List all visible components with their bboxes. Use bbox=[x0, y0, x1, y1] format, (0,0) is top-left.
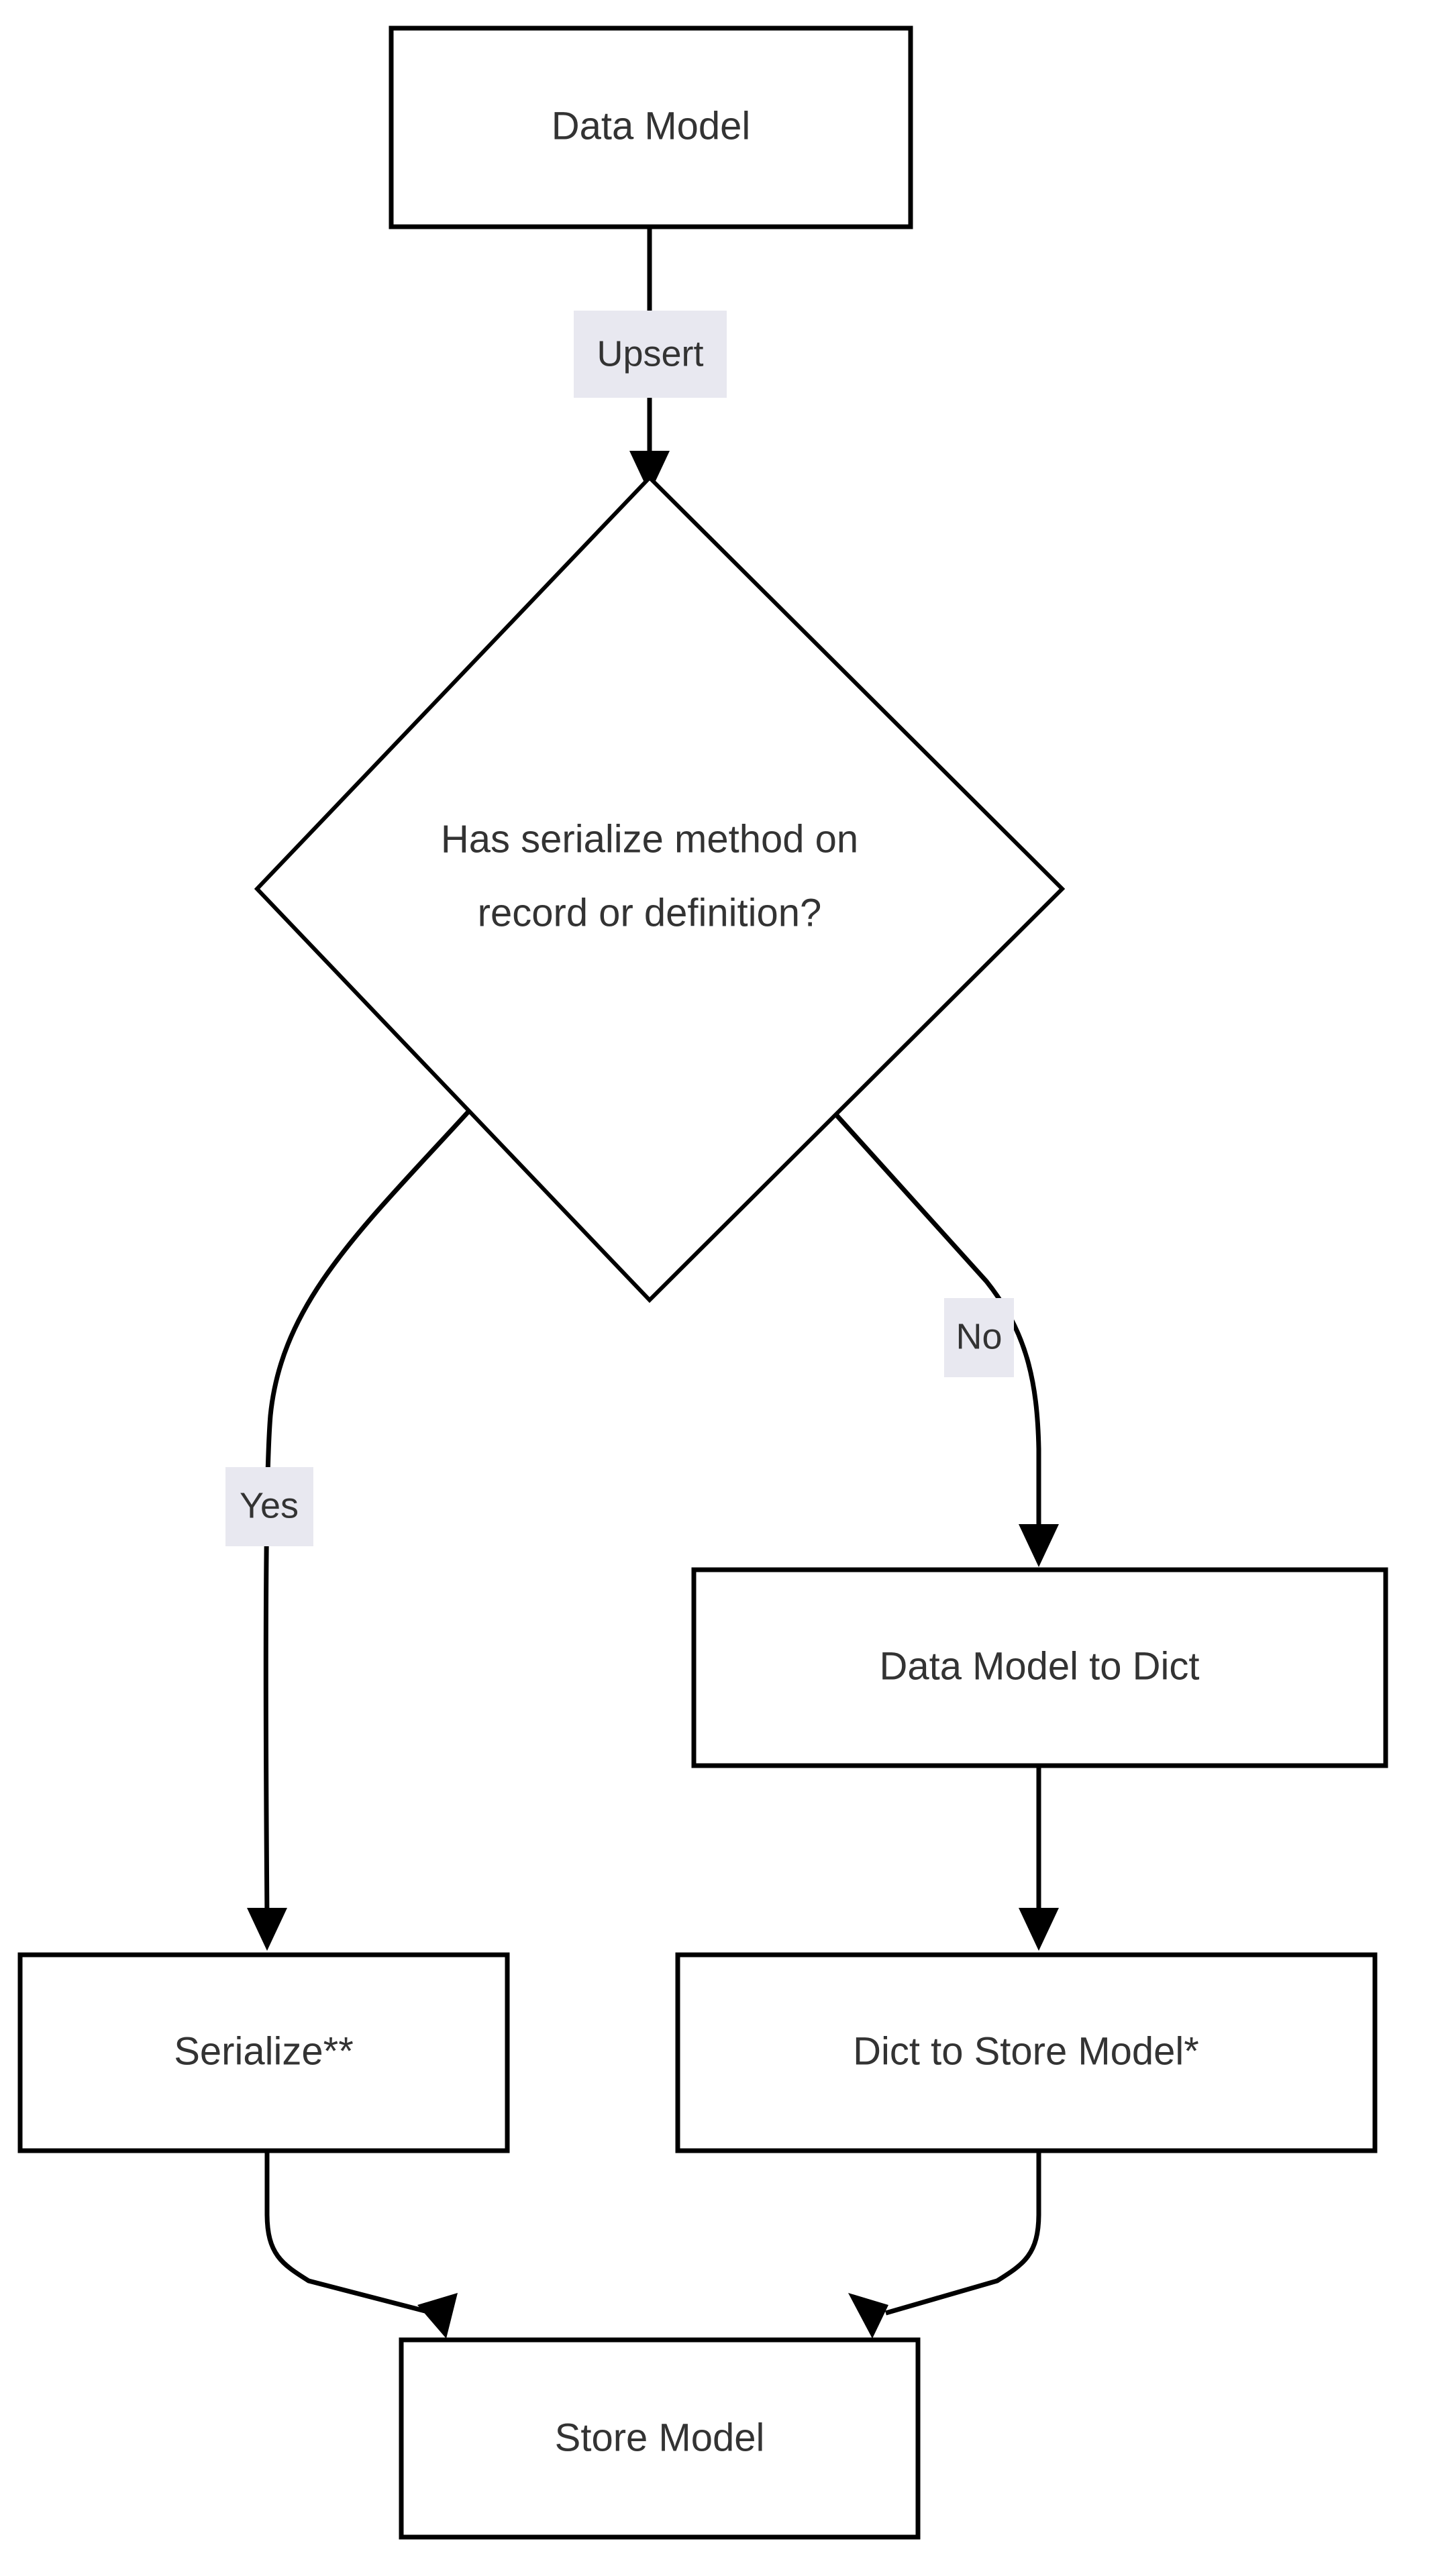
node-data-model[interactable]: Data Model bbox=[389, 25, 913, 229]
arrowhead-icon bbox=[417, 2293, 458, 2339]
edge-decision-to-serialize bbox=[247, 1108, 472, 1951]
node-dict-to-store-model[interactable]: Dict to Store Model* bbox=[675, 1952, 1378, 2153]
node-dict-to-store-model-box[interactable] bbox=[675, 1952, 1378, 2153]
arrowhead-icon bbox=[247, 1908, 287, 1951]
edge-serialize-to-store-model bbox=[264, 2152, 458, 2339]
edge-label-upsert: Upsert bbox=[574, 311, 727, 398]
edge-label-yes-bg bbox=[225, 1467, 313, 1546]
edge-line bbox=[830, 1108, 1041, 1536]
node-store-model-box[interactable] bbox=[399, 2337, 921, 2540]
edge-label-upsert-bg bbox=[574, 311, 727, 398]
node-data-model-label: Data Model bbox=[552, 104, 751, 148]
node-data-model-box[interactable] bbox=[389, 25, 913, 229]
node-store-model[interactable]: Store Model bbox=[399, 2337, 921, 2540]
edge-data-model-to-dict-to-dict-to-store bbox=[1019, 1766, 1059, 1951]
arrowhead-icon bbox=[848, 2293, 888, 2339]
node-decision[interactable]: Has serialize method on record or defini… bbox=[254, 474, 1066, 1303]
edge-line bbox=[885, 2152, 1041, 2316]
edge-line bbox=[264, 2152, 433, 2316]
edge-dict-to-store-to-store-model bbox=[848, 2152, 1041, 2339]
node-store-model-label: Store Model bbox=[555, 2416, 765, 2459]
node-serialize[interactable]: Serialize** bbox=[17, 1952, 510, 2153]
node-dict-to-store-model-label: Dict to Store Model* bbox=[853, 2029, 1199, 2073]
node-serialize-box[interactable] bbox=[17, 1952, 510, 2153]
edge-label-yes-text: Yes bbox=[240, 1485, 299, 1525]
node-data-model-to-dict[interactable]: Data Model to Dict bbox=[691, 1567, 1388, 1768]
edge-label-no-text: No bbox=[956, 1316, 1002, 1356]
node-data-model-to-dict-box[interactable] bbox=[691, 1567, 1388, 1768]
edge-label-no: No bbox=[944, 1298, 1014, 1377]
arrowhead-icon bbox=[1019, 1908, 1059, 1951]
arrowhead-icon bbox=[1019, 1524, 1059, 1567]
node-decision-label-line1: Has serialize method on bbox=[441, 817, 858, 861]
node-serialize-label: Serialize** bbox=[174, 2029, 354, 2073]
arrowhead-icon bbox=[629, 451, 670, 494]
edge-line bbox=[263, 1108, 472, 1919]
edge-label-yes: Yes bbox=[225, 1467, 313, 1546]
node-decision-diamond[interactable] bbox=[254, 474, 1066, 1303]
edge-label-upsert-text: Upsert bbox=[597, 333, 703, 374]
node-data-model-to-dict-label: Data Model to Dict bbox=[879, 1644, 1199, 1688]
edge-label-no-bg bbox=[944, 1298, 1014, 1377]
edge-decision-to-data-model-to-dict bbox=[830, 1108, 1059, 1567]
node-decision-label-line2: record or definition? bbox=[478, 891, 822, 934]
